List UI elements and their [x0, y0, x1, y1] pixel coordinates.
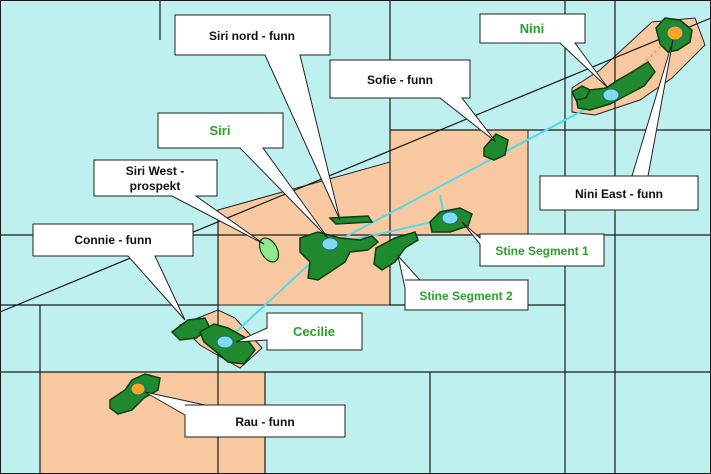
- callout-cecilie: [235, 312, 363, 351]
- label-siri-west-line1: Siri West -: [126, 164, 184, 178]
- callout-siri: [157, 112, 329, 239]
- platform-rau: [130, 382, 146, 396]
- field-sofie: [483, 133, 509, 161]
- callout-nini: [479, 13, 609, 89]
- label-nini-east: Nini East - funn: [575, 187, 663, 201]
- field-nini: [575, 60, 656, 111]
- callout-stine-1: [461, 221, 605, 267]
- label-cecilie: Cecilie: [293, 324, 335, 339]
- field-stine-2: [373, 231, 419, 271]
- field-siri-west-prospect: [258, 237, 280, 263]
- callout-siri-west: [93, 159, 265, 245]
- platform-nini-east: [666, 25, 684, 41]
- platform-cecilie: [216, 335, 234, 349]
- label-siri-nord: Siri nord - funn: [209, 29, 295, 43]
- platform-siri: [321, 237, 339, 251]
- callouts: [32, 13, 699, 438]
- label-rau: Rau - funn: [235, 415, 294, 429]
- callout-labels: Siri nord - funn Nini Sofie - funn Siri …: [74, 21, 663, 429]
- fields: [109, 17, 693, 415]
- label-nini: Nini: [520, 21, 545, 36]
- label-connie: Connie - funn: [74, 233, 151, 247]
- callout-sofie: [329, 59, 497, 143]
- field-nini-small: [571, 85, 592, 101]
- platform-nini: [602, 88, 620, 102]
- callout-stine-2: [397, 254, 529, 311]
- label-sofie: Sofie - funn: [367, 73, 433, 87]
- label-siri-west-line2: prospekt: [130, 179, 181, 193]
- callout-rau: [144, 391, 346, 438]
- label-stine-2: Stine Segment 2: [419, 289, 513, 303]
- field-siri-nord: [328, 215, 374, 225]
- label-stine-1: Stine Segment 1: [495, 244, 589, 258]
- callout-connie: [32, 223, 194, 321]
- callout-siri-nord: [174, 14, 341, 221]
- callout-nini-east: [539, 39, 699, 211]
- platforms: [130, 25, 684, 396]
- field-siri: [299, 231, 380, 281]
- platform-stine: [441, 211, 459, 225]
- label-siri: Siri: [210, 123, 231, 138]
